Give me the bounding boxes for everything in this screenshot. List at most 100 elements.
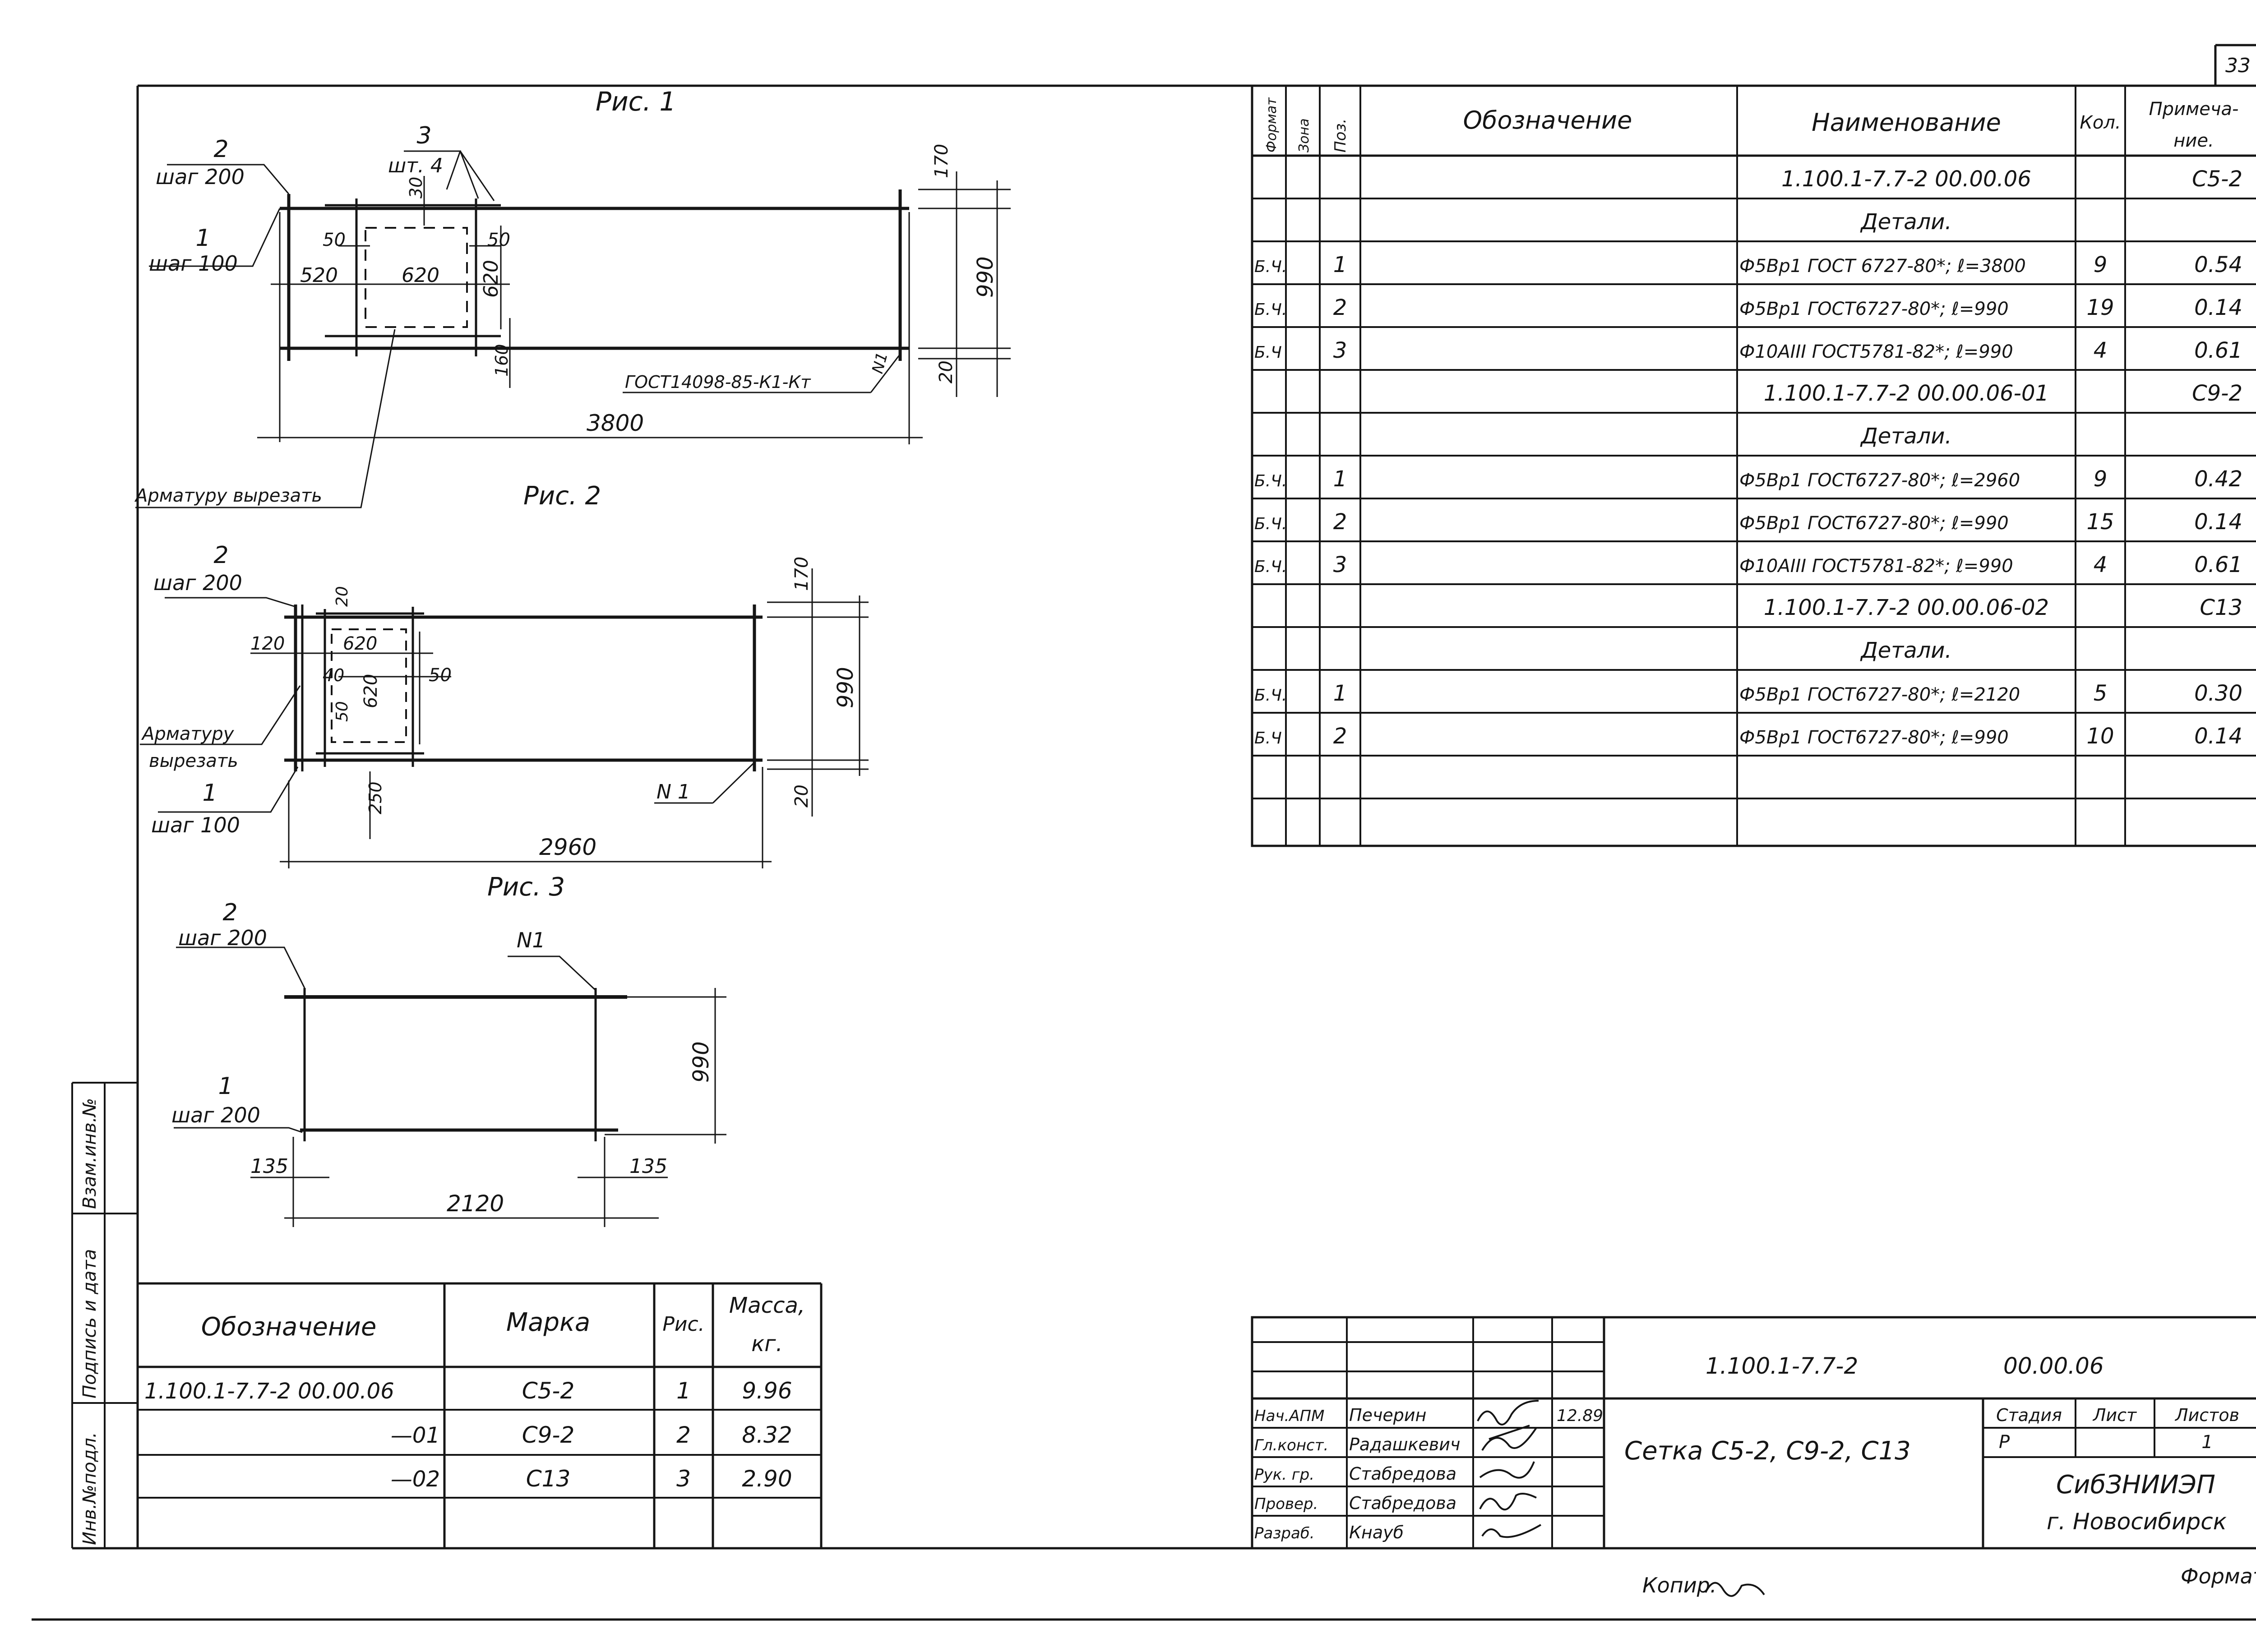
mass-row-designation: —01: [391, 1423, 440, 1448]
spec-row-name: 1.100.1-7.7-2 00.00.06-02: [1764, 595, 2049, 620]
fig1-step200: шаг 200: [156, 165, 245, 189]
mass-header-designation: Обозначение: [201, 1312, 377, 1342]
title-sheets-label: Листов: [2174, 1405, 2239, 1425]
fig1-dim-160: 160: [492, 344, 512, 377]
mass-row-mass: 8.32: [742, 1422, 792, 1448]
role-title: Рук. гр.: [1254, 1466, 1314, 1484]
mass-header-mass-2: кг.: [751, 1331, 782, 1357]
spec-row-qty: 4: [2094, 338, 2108, 363]
copied-label: Копир.: [1642, 1573, 1717, 1597]
spec-header-designation: Обозначение: [1463, 106, 1632, 134]
fig2-dim-40: 40: [323, 665, 344, 685]
spec-row-pos: 3: [1333, 552, 1347, 577]
signature-5: [1481, 1524, 1542, 1538]
mass-row-fig: 2: [676, 1422, 691, 1448]
fig1-gost: ГОСТ14098-85-К1-Кт: [625, 372, 811, 392]
spec-row-note: С5-2: [2192, 166, 2242, 192]
spec-row-note: 0.42: [2194, 466, 2242, 492]
spec-row-format: Б.Ч.: [1254, 515, 1287, 533]
fig2-dim-2960: 2960: [539, 834, 596, 860]
fig3-leaders: [174, 946, 726, 1227]
spec-row-pos: 1: [1333, 252, 1347, 277]
spec-row-qty: 4: [2094, 552, 2108, 577]
title-sheet-label: Лист: [2092, 1405, 2137, 1425]
fig2-dim-50-v: 50: [333, 701, 351, 722]
mass-row-mark: С13: [526, 1466, 571, 1492]
fig3-dim-135-left: 135: [250, 1155, 288, 1178]
format-label: Формат А3: [2181, 1564, 2256, 1588]
role-name: Кнауб: [1349, 1523, 1404, 1542]
title-city: г. Новосибирск: [2047, 1509, 2227, 1535]
fig2-dim-20b: 20: [791, 784, 812, 808]
fig2-bar1-label: 1: [202, 780, 217, 807]
fig2-cut-note-2: вырезать: [149, 751, 238, 771]
spec-row-note: 0.61: [2194, 338, 2242, 363]
fig1-mesh: [280, 189, 909, 361]
title-doc-code: 1.100.1-7.7-2: [1706, 1353, 1858, 1379]
role-title: Гл.конст.: [1254, 1436, 1328, 1454]
figure-1: Рис. 1: [134, 86, 1011, 508]
fig3-title: Рис. 3: [487, 872, 565, 902]
mass-header-fig: Рис.: [662, 1313, 704, 1336]
spec-row-format: Б.Ч.: [1254, 258, 1287, 276]
spec-header-pos: Поз.: [1331, 119, 1350, 152]
fig1-dim-50-left: 50: [323, 230, 346, 250]
figure-3: Рис. 3 2 шаг 200 N1 990 1 шаг 200 135 13…: [171, 872, 726, 1227]
fig2-dim-170: 170: [791, 557, 812, 591]
replace-inv-label: Взам.инв.№: [79, 1098, 100, 1209]
spec-row-qty: 19: [2086, 295, 2114, 320]
fig2-dim-620-v: 620: [361, 674, 381, 708]
spec-header-format: Формат: [1264, 97, 1280, 152]
role-title: Нач.АПМ: [1254, 1407, 1324, 1425]
fig2-step200: шаг 200: [153, 571, 242, 595]
role-name: Печерин: [1349, 1405, 1426, 1425]
fig3-dim-135-right: 135: [629, 1155, 667, 1178]
fig2-step100: шаг 100: [151, 813, 240, 837]
fig1-bar2-label: 2: [213, 136, 228, 163]
spec-row-note: 0.54: [2194, 252, 2242, 277]
mass-row-mark: С5-2: [522, 1378, 575, 1404]
fig1-title: Рис. 1: [596, 86, 676, 117]
spec-row-note: С13: [2200, 595, 2242, 620]
spec-row-note: 0.30: [2194, 681, 2242, 706]
spec-header-note-1: Примеча-: [2149, 99, 2239, 120]
fig3-n1: N1: [517, 928, 546, 952]
fig1-dim-3800: 3800: [587, 410, 644, 436]
spec-row-format: Б.Ч.: [1254, 472, 1287, 490]
spec-header-qty: Кол.: [2080, 112, 2121, 133]
role-name: Стабредова: [1349, 1464, 1456, 1484]
fig1-bar3-label: 3: [416, 122, 431, 149]
title-doc-num: 00.00.06: [2003, 1353, 2104, 1379]
mass-row-designation: —02: [391, 1467, 440, 1492]
figure-2: Рис. 2: [140, 481, 869, 868]
spec-row-name: Ф10АIII ГОСТ5781-82*; ℓ=990: [1739, 341, 2013, 362]
spec-row-name: 1.100.1-7.7-2 00.00.06: [1781, 166, 2031, 192]
role-title: Провер.: [1254, 1495, 1318, 1513]
spec-row-pos: 2: [1333, 295, 1347, 320]
fig3-mesh: [284, 988, 627, 1141]
fig1-dim-520: 520: [300, 264, 338, 287]
spec-row-name: Ф5Вр1 ГОСТ6727-80*; ℓ=990: [1739, 513, 2009, 534]
spec-row-pos: 1: [1333, 466, 1347, 492]
fig2-n1: N 1: [656, 780, 690, 803]
fig1-dim-170: 170: [931, 144, 952, 178]
spec-row-name: Ф5Вр1 ГОСТ 6727-80*; ℓ=3800: [1739, 256, 2026, 277]
side-stamp: [71, 1082, 138, 1548]
spec-row-format: Б.Ч: [1254, 729, 1282, 748]
spec-grid: [1251, 84, 2256, 847]
fig1-bar1-label: 1: [195, 225, 210, 252]
spec-row-format: Б.Ч: [1254, 343, 1282, 362]
spec-header-note-2: ние.: [2173, 130, 2214, 151]
spec-header-name: Наименование: [1812, 108, 2001, 137]
inv-orig-label: Инв.№подл.: [79, 1432, 100, 1545]
spec-row-format: Б.Ч.: [1254, 686, 1287, 705]
title-block: 1.100.1-7.7-2 00.00.06 Сетка С5-2, С9-2,…: [1251, 1316, 2256, 1597]
spec-row-name: Детали.: [1860, 638, 1952, 663]
fig1-dim-20: 20: [936, 360, 957, 383]
fig2-cut-note-1: Арматуру: [141, 724, 235, 744]
role-title: Разраб.: [1254, 1524, 1315, 1542]
spec-row-pos: 2: [1333, 724, 1347, 749]
fig2-dim-250: 250: [365, 781, 385, 814]
